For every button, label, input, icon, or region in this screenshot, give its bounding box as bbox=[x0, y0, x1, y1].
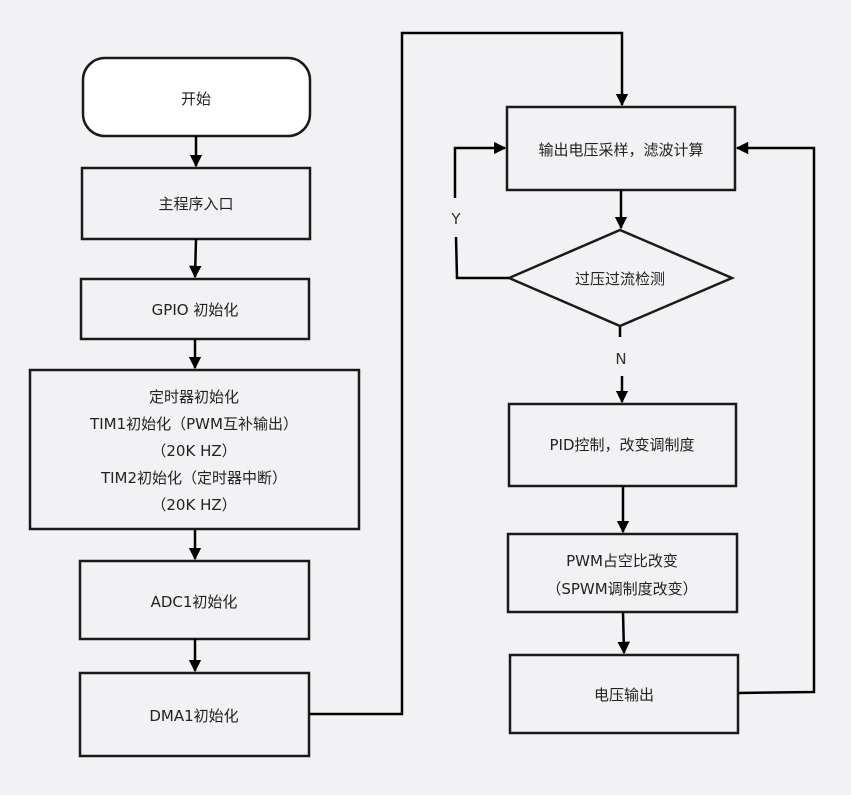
node-dma-init: DMA1初始化 bbox=[78, 671, 311, 758]
edge-main-entry-to-gpio bbox=[189, 238, 202, 279]
timer-init-line-1: 定时器初始化 bbox=[149, 388, 239, 406]
node-protect-check: 过压过流检测 bbox=[505, 228, 736, 328]
pwm-change-line-2: （SPWM调制度改变） bbox=[546, 580, 697, 598]
gpio-init-box bbox=[79, 277, 311, 341]
timer-init-line-2: TIM1初始化（PWM互补输出） bbox=[89, 415, 298, 433]
sample-label: 输出电压采样，滤波计算 bbox=[538, 141, 703, 159]
voltage-out-box bbox=[508, 653, 740, 735]
node-main-entry: 主程序入口 bbox=[80, 166, 312, 241]
main-entry-label: 主程序入口 bbox=[158, 195, 233, 213]
main-entry-box bbox=[80, 166, 312, 241]
start-label: 开始 bbox=[181, 90, 211, 108]
node-pwm-change: PWM占空比改变 （SPWM调制度改变） bbox=[506, 532, 739, 614]
edge-label-yes: Y bbox=[450, 210, 461, 228]
pid-label: PID控制，改变调制度 bbox=[549, 436, 694, 454]
node-gpio-init: GPIO 初始化 bbox=[79, 277, 311, 341]
node-timer-init: 定时器初始化 TIM1初始化（PWM互补输出） （20K HZ） TIM2初始化… bbox=[28, 368, 361, 531]
timer-init-line-3: （20K HZ） bbox=[151, 442, 236, 460]
timer-init-box bbox=[28, 368, 361, 531]
edge-check-yes-lower bbox=[454, 236, 509, 280]
edge-label-no: N bbox=[615, 350, 626, 368]
node-voltage-out: 电压输出 bbox=[508, 653, 740, 735]
voltage-out-label: 电压输出 bbox=[594, 686, 654, 704]
timer-init-line-5: （20K HZ） bbox=[151, 496, 236, 514]
node-sample: 输出电压采样，滤波计算 bbox=[505, 105, 737, 192]
edge-check-yes-upper bbox=[453, 141, 507, 198]
edge-pwm-to-voltage-out bbox=[617, 611, 630, 655]
node-pid: PID控制，改变调制度 bbox=[507, 402, 738, 488]
edge-voltage-out-feedback bbox=[735, 141, 816, 695]
pid-box bbox=[507, 402, 738, 488]
timer-init-line-4: TIM2初始化（定时器中断） bbox=[100, 469, 287, 487]
edge-dma-to-sample bbox=[309, 31, 629, 716]
dma-init-box bbox=[78, 671, 311, 758]
gpio-init-label: GPIO 初始化 bbox=[152, 301, 239, 319]
node-adc-init: ADC1初始化 bbox=[78, 559, 311, 641]
protect-check-label: 过压过流检测 bbox=[575, 270, 665, 288]
dma-init-label: DMA1初始化 bbox=[149, 707, 238, 725]
protect-check-diamond bbox=[505, 228, 736, 328]
adc-init-label: ADC1初始化 bbox=[151, 593, 238, 611]
node-start: 开始 bbox=[81, 56, 312, 138]
pwm-change-line-1: PWM占空比改变 bbox=[566, 552, 678, 570]
pwm-change-box bbox=[506, 532, 739, 614]
